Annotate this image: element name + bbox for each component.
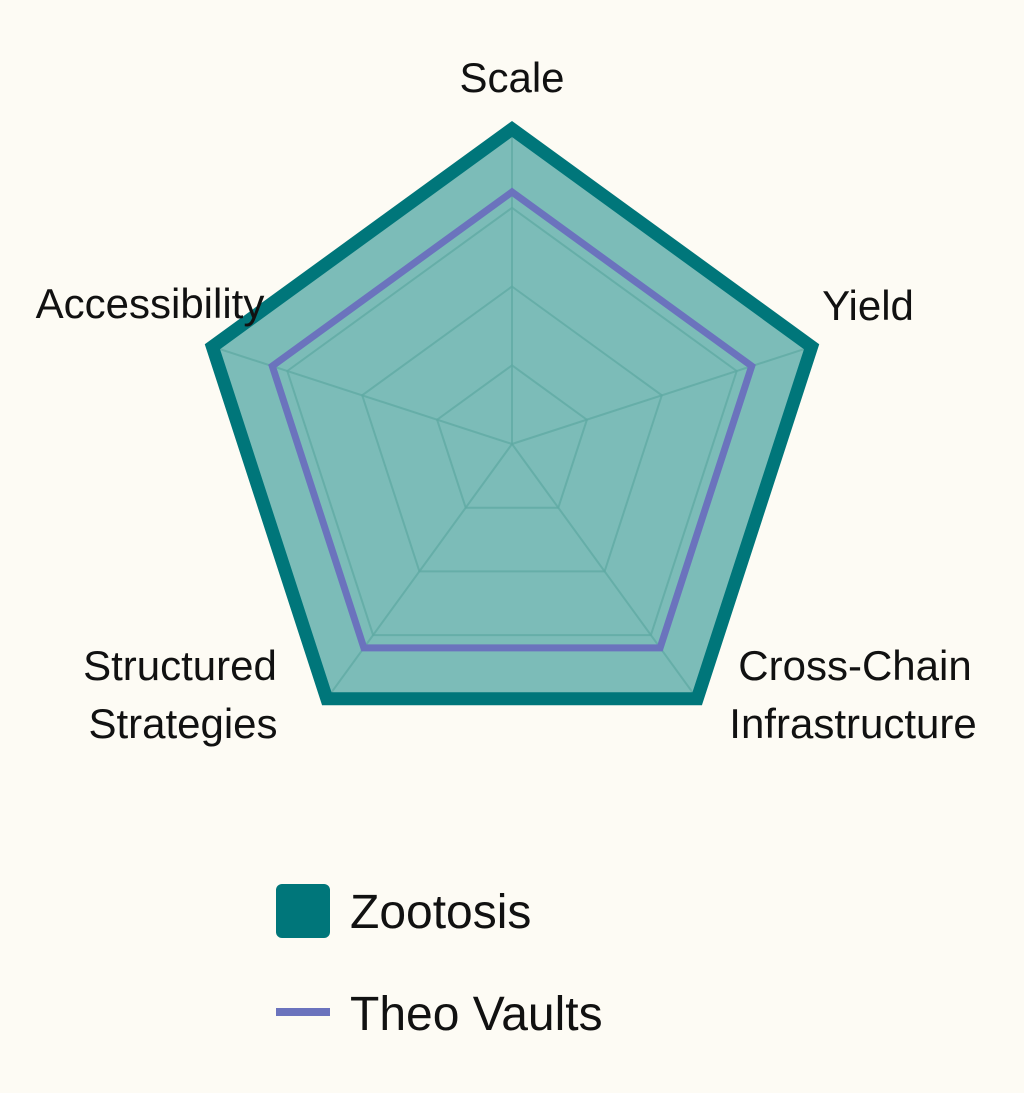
axis-label-structured-line2: Strategies	[88, 700, 277, 747]
grid-ring-1	[435, 364, 589, 509]
legend-label-theo-vaults: Theo Vaults	[350, 988, 603, 1041]
axis-label-scale: Scale	[459, 54, 564, 101]
grid-spoke-3	[325, 443, 513, 700]
series-outline-zootosis	[204, 120, 820, 706]
axis-label-cross-chain-line1: Cross-Chain	[738, 642, 971, 689]
series-outline-theo-vaults	[268, 187, 756, 652]
legend-item-zootosis: Zootosis	[276, 884, 531, 939]
axis-label-cross-chain-line2: Infrastructure	[729, 700, 976, 747]
legend-label-zootosis: Zootosis	[350, 886, 531, 939]
grid-spoke-2	[511, 443, 699, 700]
grid-ring-2	[361, 285, 663, 573]
legend: Zootosis Theo Vaults	[276, 884, 603, 1041]
legend-item-theo-vaults: Theo Vaults	[276, 988, 603, 1041]
legend-line-theo-vaults	[276, 1008, 330, 1016]
axis-label-structured-line1: Structured	[83, 642, 277, 689]
legend-swatch-zootosis	[276, 884, 330, 938]
axis-label-yield: Yield	[822, 282, 914, 329]
axis-labels: Scale Yield Accessibility Structured Str…	[36, 54, 977, 747]
grid-ring-3	[286, 206, 738, 637]
axis-label-accessibility: Accessibility	[36, 280, 265, 327]
grid-spoke-4	[212, 345, 513, 445]
grid-spoke-1	[511, 345, 812, 445]
